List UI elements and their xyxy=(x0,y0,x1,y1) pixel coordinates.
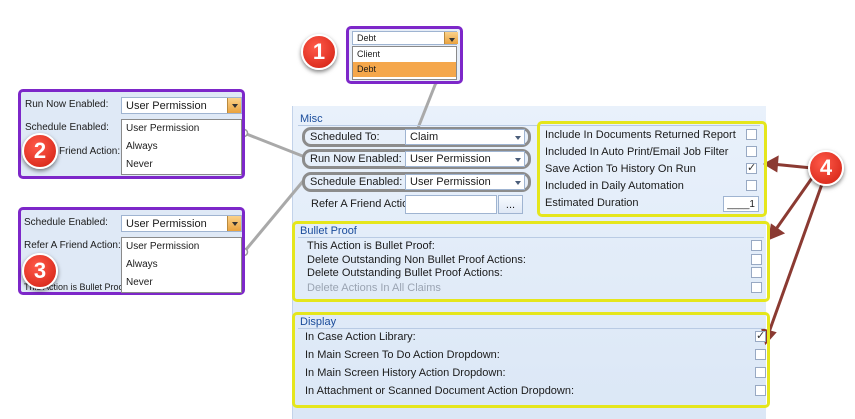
arrow-4a xyxy=(771,162,813,170)
option-label: Included In Auto Print/Email Job Filter xyxy=(545,146,729,158)
bullet-proof-option-label: Delete Outstanding Non Bullet Proof Acti… xyxy=(307,254,526,266)
display-option-label: In Attachment or Scanned Document Action… xyxy=(305,385,575,397)
refer-friend-label: Refer A Friend Action: xyxy=(311,198,418,210)
callout-3-bullet-proof-label: This Action is Bullet Proo xyxy=(24,282,124,292)
estimated-duration-input[interactable]: ____1 xyxy=(723,196,759,212)
option-label: Save Action To History On Run xyxy=(545,163,696,175)
arrow-4b xyxy=(772,177,814,233)
callout-2-combo-value: User Permission xyxy=(126,99,207,112)
callout-3-zoom: Schedule Enabled: User Permission Refer … xyxy=(18,207,245,295)
display-checkbox[interactable] xyxy=(755,385,766,396)
callout-3-combo[interactable]: User Permission xyxy=(121,215,242,232)
dropdown-option-never[interactable]: Never xyxy=(126,277,153,288)
run-now-label: Run Now Enabled: xyxy=(310,153,402,165)
misc-divider xyxy=(298,125,760,126)
display-option-label: In Main Screen To Do Action Dropdown: xyxy=(305,349,500,361)
callout-2-schedule-label: Schedule Enabled: xyxy=(25,122,109,133)
dropdown-option-debt[interactable]: Debt xyxy=(353,62,456,77)
bullet-proof-option-label: Delete Outstanding Bullet Proof Actions: xyxy=(307,267,503,279)
scheduled-to-combo[interactable]: Claim xyxy=(405,129,525,145)
bullet-proof-divider xyxy=(298,237,764,238)
bullet-proof-checkbox[interactable] xyxy=(751,240,762,251)
display-checkbox[interactable] xyxy=(755,349,766,360)
browse-button[interactable]: ... xyxy=(498,195,523,214)
option-checkbox[interactable] xyxy=(746,180,757,191)
bullet-proof-checkbox[interactable] xyxy=(751,267,762,278)
chevron-down-icon[interactable] xyxy=(227,98,241,113)
bullet-proof-option-label-disabled: Delete Actions In All Claims xyxy=(307,282,441,294)
callout-2-friend-label: Friend Action: xyxy=(59,146,121,157)
callout-1-combo[interactable]: Debt xyxy=(352,31,457,45)
display-option-label: In Case Action Library: xyxy=(305,331,416,343)
run-now-value: User Permission xyxy=(410,153,491,165)
chevron-down-icon xyxy=(515,158,521,162)
callout-3-schedule-label: Schedule Enabled: xyxy=(24,217,108,228)
display-divider xyxy=(298,328,764,329)
display-checkbox[interactable] xyxy=(755,367,766,378)
callout-1-combo-value: Debt xyxy=(357,33,377,43)
callout-2-zoom: Run Now Enabled: User Permission Schedul… xyxy=(18,89,245,179)
callout-2-run-now-label: Run Now Enabled: xyxy=(25,99,109,110)
connector-1 xyxy=(416,79,439,129)
callout-1-zoom: Debt Client Debt xyxy=(346,26,463,84)
arrow-4c xyxy=(766,183,824,336)
bullet-proof-checkbox-disabled xyxy=(751,282,762,293)
option-checkbox[interactable] xyxy=(746,129,757,140)
dropdown-option-always[interactable]: Always xyxy=(126,259,158,270)
option-label: Include In Documents Returned Report xyxy=(545,129,736,141)
schedule-enabled-label: Schedule Enabled: xyxy=(310,176,403,188)
callout-number-4: 4 xyxy=(808,150,844,186)
bullet-proof-checkbox[interactable] xyxy=(751,254,762,265)
bullet-proof-option-label: This Action is Bullet Proof: xyxy=(307,240,435,252)
option-checkbox-checked[interactable] xyxy=(746,161,757,174)
chevron-down-icon xyxy=(515,136,521,140)
display-section-title: Display xyxy=(300,316,337,328)
display-option-label: In Main Screen History Action Dropdown: xyxy=(305,367,506,379)
run-now-highlight xyxy=(302,149,531,169)
refer-friend-input[interactable] xyxy=(405,195,497,214)
callout-3-combo-value: User Permission xyxy=(126,217,207,230)
display-highlight xyxy=(292,312,770,408)
bullet-proof-section-title: Bullet Proof xyxy=(300,225,357,237)
dropdown-option-always[interactable]: Always xyxy=(126,141,158,152)
connector-3 xyxy=(242,179,306,253)
chevron-down-icon[interactable] xyxy=(227,216,241,231)
dropdown-option-user-permission[interactable]: User Permission xyxy=(126,241,200,252)
callout-2-combo[interactable]: User Permission xyxy=(121,97,242,114)
chevron-down-icon xyxy=(515,181,521,185)
callout-3-dropdown-list: User Permission Always Never xyxy=(121,237,242,293)
scheduled-to-value: Claim xyxy=(410,131,439,143)
schedule-enabled-highlight xyxy=(302,172,531,192)
browse-button-label: ... xyxy=(505,198,516,211)
schedule-enabled-value: User Permission xyxy=(410,176,491,188)
callout-number-2: 2 xyxy=(22,133,58,169)
callout-3-refer-label: Refer A Friend Action: xyxy=(24,240,121,251)
dropdown-option-user-permission[interactable]: User Permission xyxy=(126,123,200,134)
callout-number-3: 3 xyxy=(22,253,58,289)
bullet-proof-highlight xyxy=(292,221,770,302)
estimated-duration-value: ____1 xyxy=(727,198,755,210)
option-checkbox[interactable] xyxy=(746,146,757,157)
scheduled-to-highlight xyxy=(302,127,531,147)
callout-2-dropdown-list: User Permission Always Never xyxy=(121,119,242,175)
display-checkbox-checked[interactable] xyxy=(755,329,766,342)
dropdown-option-never[interactable]: Never xyxy=(126,159,153,170)
misc-section-title: Misc xyxy=(300,113,323,125)
estimated-duration-label: Estimated Duration xyxy=(545,197,639,209)
callout-number-1: 1 xyxy=(301,34,337,70)
schedule-enabled-combo[interactable]: User Permission xyxy=(405,174,525,190)
chevron-down-icon[interactable] xyxy=(444,32,458,44)
dropdown-option-client[interactable]: Client xyxy=(357,49,381,59)
run-now-combo[interactable]: User Permission xyxy=(405,151,525,167)
connector-2 xyxy=(243,131,306,159)
callout-1-dropdown-list: Client Debt xyxy=(352,46,457,80)
scheduled-to-label: Scheduled To: xyxy=(310,131,380,143)
misc-options-highlight xyxy=(537,121,767,217)
option-label: Included in Daily Automation xyxy=(545,180,684,192)
